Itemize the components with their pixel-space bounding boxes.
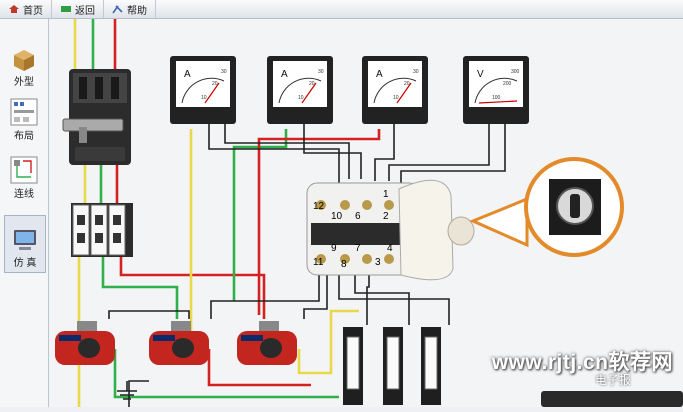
back-label: 返回: [75, 5, 95, 17]
sidebar-item-label: 外型: [14, 77, 34, 88]
meter-scale: 10: [201, 95, 207, 101]
terminal-label: 6: [355, 211, 361, 222]
sidebar-item-label: 连线: [14, 189, 34, 200]
toolbar: 首页 返回 帮助: [0, 0, 683, 19]
terminal-label: 8: [341, 259, 347, 270]
knob-callout: [469, 157, 624, 257]
rotary-switch[interactable]: 12 1 10 6 2 9 7 11 8 3 4: [306, 179, 475, 281]
ammeter-1[interactable]: A 10 20 30: [170, 56, 236, 124]
meter-scale: 300: [511, 69, 520, 75]
wiring-icon: [10, 156, 38, 184]
meter-scale: 30: [413, 69, 419, 75]
watermark-sub: 电子报: [595, 373, 632, 387]
meter-scale: 30: [221, 69, 227, 75]
voltage-fuses[interactable]: [343, 327, 441, 405]
main-breaker[interactable]: [62, 69, 131, 165]
terminal-label: 12: [313, 201, 325, 212]
sidebar-item-label: 布局: [14, 131, 34, 142]
terminal-label: 9: [331, 243, 337, 254]
meter-scale: 200: [503, 81, 512, 87]
voltmeter[interactable]: V 100 200 300: [463, 56, 529, 124]
meter-scale: 20: [212, 81, 218, 87]
terminal-label: 10: [331, 211, 343, 222]
back-button[interactable]: 返回: [52, 0, 104, 18]
terminal-label: 4: [387, 243, 393, 254]
ammeter-3[interactable]: A 10 20 30: [362, 56, 428, 124]
meter-scale: 10: [393, 95, 399, 101]
home-button[interactable]: 首页: [0, 0, 52, 18]
sidebar-item-shape[interactable]: 外型: [4, 35, 44, 91]
help-icon: [112, 5, 123, 14]
help-button[interactable]: 帮助: [104, 0, 156, 18]
meter-scale: 20: [404, 81, 410, 87]
current-transformer-1[interactable]: [55, 321, 115, 365]
box-icon: [14, 50, 34, 71]
meter-scale: 10: [298, 95, 304, 101]
sidebar: 外型 布局 连线 仿 真: [0, 19, 49, 407]
meter-unit: A: [184, 69, 191, 80]
ammeter-2[interactable]: A 10 20 30: [267, 56, 333, 124]
fuse-block[interactable]: [71, 203, 133, 257]
current-transformer-2[interactable]: [149, 321, 209, 365]
terminal-label: 3: [375, 257, 381, 268]
computer-icon: [14, 230, 36, 250]
watermark: www.rjtj.cn软荐网: [491, 351, 673, 374]
layout-icon: [10, 98, 38, 126]
sidebar-item-simulation[interactable]: 仿 真: [4, 215, 46, 273]
terminal-label: 1: [383, 189, 389, 200]
meter-scale: 30: [318, 69, 324, 75]
wiring-canvas: A 10 20 30 A 10 20 30 A 10 20 30: [49, 19, 683, 407]
sidebar-item-label: 仿 真: [13, 258, 37, 269]
terminal-label: 7: [355, 243, 361, 254]
terminal-label: 2: [383, 211, 389, 222]
meter-scale: 20: [309, 81, 315, 87]
home-icon: [9, 5, 19, 13]
home-label: 首页: [23, 5, 43, 17]
current-transformer-3[interactable]: [237, 321, 297, 365]
meter-unit: V: [477, 69, 484, 80]
meter-unit: A: [281, 69, 288, 80]
sidebar-item-layout[interactable]: 布局: [4, 89, 44, 145]
device-edge: [541, 391, 683, 407]
back-icon: [61, 6, 71, 12]
help-label: 帮助: [127, 5, 147, 17]
wiring-diagram: A 10 20 30 A 10 20 30 A 10 20 30: [49, 19, 683, 407]
meter-unit: A: [376, 69, 383, 80]
terminal-label: 11: [313, 257, 324, 268]
meter-scale: 100: [492, 95, 501, 101]
sidebar-item-wiring[interactable]: 连线: [4, 147, 44, 203]
